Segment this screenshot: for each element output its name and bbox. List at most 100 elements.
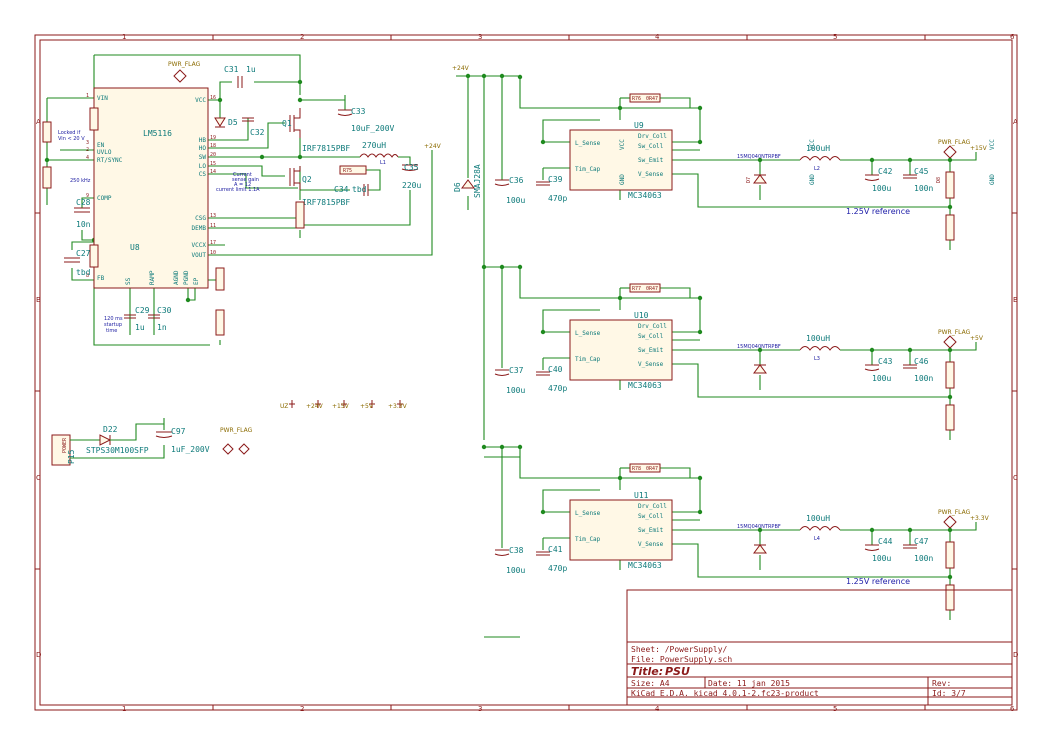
zone-col-bottom-3: 3 — [478, 705, 482, 713]
zone-col-top-2: 2 — [300, 33, 304, 41]
c32-ref: C32 — [250, 128, 265, 137]
pin-l-sense-2: L_Sense — [575, 510, 601, 517]
zone-row-left-C: C — [36, 474, 41, 482]
u8-pin-17-num: 17 — [210, 240, 216, 246]
inductor-l4 — [799, 526, 841, 531]
note-locked: Locked if — [58, 130, 80, 136]
output-label-1: +5V — [970, 335, 984, 342]
c34-value: tbd — [352, 185, 367, 194]
note-current-2: sense gain — [232, 177, 259, 183]
u8-pin-11-num: 11 — [210, 223, 216, 229]
r75-label: R75 — [343, 168, 352, 174]
c31-ref: C31 — [224, 65, 239, 74]
feedback-resistor-top-2 — [945, 541, 955, 569]
outer-frame — [34, 34, 1018, 711]
diode-d5 — [214, 117, 226, 127]
resistor-rsense — [295, 201, 305, 229]
d8-value: 15MQ040NTRPBF — [737, 344, 781, 350]
u9-ref: U9 — [634, 121, 644, 130]
note-startup-2: startup — [104, 322, 122, 328]
c38-ref: C38 — [509, 546, 524, 555]
tb-rev: Rev: — [932, 679, 951, 688]
pin-vcc-2: VCC — [989, 139, 996, 150]
mc34063-body-1 — [569, 319, 673, 381]
c44-ref: C44 — [878, 537, 893, 546]
resistor-r74 — [89, 244, 99, 268]
tb-title-label: Title: — [631, 665, 663, 678]
c41-ref: C41 — [548, 545, 563, 554]
c40-ref: C40 — [548, 365, 563, 374]
output-arrow-label: +24V — [424, 143, 442, 150]
u8-pin-4-num: 4 — [86, 155, 89, 161]
d6-ref: D6 — [453, 182, 462, 192]
u8-pin-2-num: 2 — [86, 147, 89, 153]
c45-ref: C45 — [914, 167, 929, 176]
q1-ref: Q1 — [282, 119, 292, 128]
note-freq: 250 kHz — [70, 178, 91, 184]
l2-value: 100uH — [806, 144, 830, 153]
mc34063-body-2 — [569, 499, 673, 561]
tb-date: Date: 11 jan 2015 — [708, 679, 790, 688]
resistor-r76 — [629, 93, 661, 103]
pin-sw-emit-0: Sw_Emit — [638, 157, 664, 164]
pwr-flag-out-0 — [943, 145, 957, 159]
tb-sheet: Sheet: /PowerSupply/ — [631, 645, 728, 654]
pin-tim-cap-0: Tim_Cap — [575, 166, 601, 173]
r76-ref: R76 — [632, 96, 641, 102]
pwr-flag-out-1 — [943, 335, 957, 349]
power-symbol-stem-2 — [341, 400, 347, 408]
diode-d7 — [753, 174, 767, 184]
tb-file: File: PowerSupply.sch — [631, 655, 732, 664]
u8-pin-8-num: 8 — [86, 273, 89, 279]
pwr-flag-symbol — [173, 69, 187, 83]
c97-ref: C97 — [171, 427, 186, 436]
feedback-resistor-top-1 — [945, 361, 955, 389]
d22-value: STPS30M100SFP — [86, 446, 149, 455]
c35-value: 220u — [402, 181, 421, 190]
u8-pin-20-num: 20 — [210, 152, 216, 158]
c37-ref: C37 — [509, 366, 524, 375]
r77-ref: R77 — [632, 286, 641, 292]
l3-value: 100uH — [806, 334, 830, 343]
u11-ref: U11 — [634, 491, 649, 500]
u8-pin-12-name: AGND — [173, 270, 180, 285]
resistor-r77 — [629, 283, 661, 293]
zone-row-left-D: D — [36, 651, 41, 659]
u8-pin-3-num: 3 — [86, 140, 89, 146]
diode-d9 — [753, 544, 767, 554]
power-symbols: UZ+24V+15V+5V+3.3V — [280, 400, 408, 410]
note-current-3: A = 12 — [234, 182, 251, 188]
inductor-l3 — [799, 346, 841, 351]
power-label-3: +5V — [360, 403, 374, 410]
u8-pin-11-name: DEMB — [192, 225, 207, 232]
feedback-resistor-bottom-0 — [945, 214, 955, 241]
note-current-4: current limit 1.1A — [216, 187, 260, 193]
zone-row-left-A: A — [36, 118, 41, 126]
c28-value: 10n — [76, 220, 91, 229]
p15-value: POWER — [62, 437, 68, 453]
c31-value: 1u — [246, 65, 256, 74]
u8-pin-18-name: HO — [199, 145, 207, 152]
q2-ref: Q2 — [302, 175, 312, 184]
feedback-resistor-top-0 — [945, 171, 955, 199]
d9-value: 15MQ040NTRPBF — [737, 524, 781, 530]
pwr-flag-out-label-2: PWR_FLAG — [938, 509, 971, 516]
c39-value: 470p — [548, 194, 567, 203]
pin-sw-coll-1: Sw_Coll — [638, 333, 664, 340]
output-label-0: +15V — [970, 145, 988, 152]
pin-drv-coll-0: Drv_Coll — [638, 133, 667, 140]
resistor-r82 — [215, 309, 225, 336]
u8-pin-2-name: UVLO — [97, 149, 112, 156]
zone-row-right-B: B — [1013, 296, 1018, 304]
output-label-2: +3.3V — [970, 515, 990, 522]
pin-sw-emit-2: Sw_Emit — [638, 527, 664, 534]
c47-value: 100n — [914, 554, 933, 563]
c33-value: 10uF_200V — [351, 124, 395, 133]
note-startup-1: 120 ms — [104, 316, 123, 322]
u8-pin-9-name: COMP — [97, 195, 112, 202]
pin-l-sense-1: L_Sense — [575, 330, 601, 337]
